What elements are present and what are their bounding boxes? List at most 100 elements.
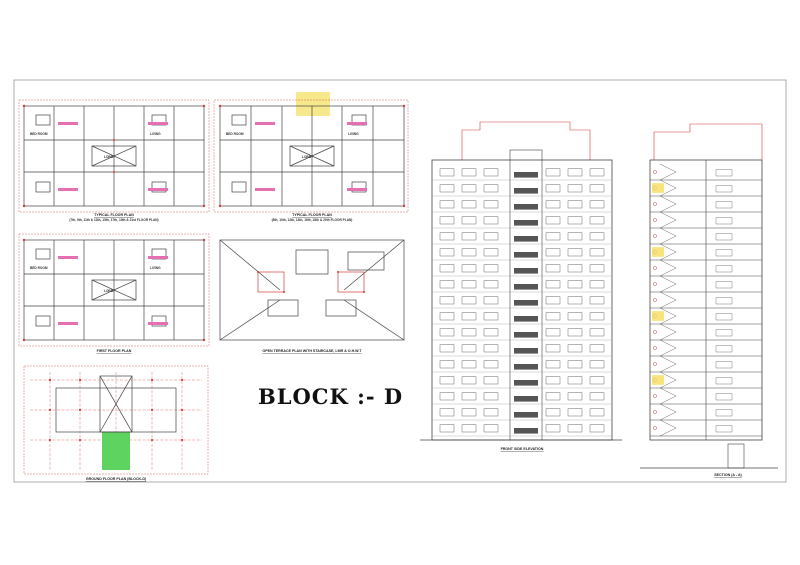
window	[439, 376, 455, 385]
window	[567, 376, 583, 385]
window	[461, 376, 477, 385]
stair-flight	[659, 419, 677, 437]
room-label: LOBBY	[104, 289, 116, 293]
window	[439, 264, 455, 273]
highlight-band	[652, 311, 664, 321]
window	[715, 249, 733, 257]
stair-flight	[659, 371, 677, 389]
open-terrace-plan: OPEN TERRACE PLAN WITH STAIRCASE, LMR & …	[219, 239, 405, 353]
window	[567, 344, 583, 353]
room-label: BED ROOM	[30, 266, 48, 270]
window	[715, 425, 733, 433]
window	[439, 184, 455, 193]
window	[567, 184, 583, 193]
elevation-title: FRONT SIDE ELEVATION	[501, 447, 544, 451]
window	[545, 408, 561, 417]
window	[461, 408, 477, 417]
plan-title: GROUND FLOOR PLAN (BLOCK-D)	[86, 477, 147, 481]
window	[715, 217, 733, 225]
window	[461, 344, 477, 353]
window	[589, 424, 605, 433]
front-elevation: FRONT SIDE ELEVATION	[420, 121, 622, 451]
window	[545, 360, 561, 369]
stair-flight	[659, 227, 677, 245]
level-marker	[653, 426, 657, 430]
typical-floor-plan-1: BED ROOM LOBBY LIVING TYPICAL FLOOR PLAN…	[18, 99, 210, 222]
level-marker	[653, 330, 657, 334]
window	[567, 264, 583, 273]
window	[715, 233, 733, 241]
room-label: LIVING	[348, 132, 359, 136]
window	[483, 392, 499, 401]
window	[545, 424, 561, 433]
level-marker	[653, 266, 657, 270]
stair-flight	[659, 323, 677, 341]
window	[567, 280, 583, 289]
window	[483, 360, 499, 369]
plan-title: TYPICAL FLOOR PLAN	[94, 213, 134, 217]
window	[589, 216, 605, 225]
stair-flight	[659, 355, 677, 373]
window	[483, 376, 499, 385]
room-label: BED ROOM	[30, 132, 48, 136]
window	[439, 280, 455, 289]
window	[589, 376, 605, 385]
window	[545, 184, 561, 193]
window	[461, 264, 477, 273]
window	[589, 248, 605, 257]
window	[483, 168, 499, 177]
window	[567, 296, 583, 305]
plan-subtitle: (7th, 9th, 11th & 13th, 15th, 17th, 19th…	[69, 218, 158, 222]
window	[589, 232, 605, 241]
ground-floor-plan: GROUND FLOOR PLAN (BLOCK-D)	[23, 365, 209, 481]
balcony-railing	[514, 220, 538, 226]
level-marker	[653, 298, 657, 302]
window	[545, 376, 561, 385]
stair-flight	[659, 387, 677, 405]
window	[483, 280, 499, 289]
window	[439, 312, 455, 321]
window	[461, 360, 477, 369]
section-a-a: SECTION (A - A)	[640, 123, 778, 477]
window	[715, 185, 733, 193]
window	[589, 184, 605, 193]
level-marker	[653, 218, 657, 222]
stair-flight	[659, 339, 677, 357]
level-marker	[653, 394, 657, 398]
window	[545, 248, 561, 257]
window	[715, 361, 733, 369]
balcony-railing	[514, 300, 538, 306]
stair-flight	[659, 163, 677, 181]
window	[545, 392, 561, 401]
window	[715, 393, 733, 401]
window	[545, 296, 561, 305]
room-label: BED ROOM	[226, 132, 244, 136]
balcony-railing	[514, 428, 538, 434]
window	[589, 360, 605, 369]
level-marker	[653, 362, 657, 366]
window	[439, 360, 455, 369]
window	[715, 345, 733, 353]
balcony-railing	[514, 380, 538, 386]
window	[545, 344, 561, 353]
balcony-railing	[514, 348, 538, 354]
window	[439, 232, 455, 241]
window	[439, 424, 455, 433]
window	[483, 424, 499, 433]
balcony-railing	[514, 252, 538, 258]
window	[567, 312, 583, 321]
balcony-railing	[514, 172, 538, 178]
window	[545, 312, 561, 321]
window	[483, 344, 499, 353]
window	[483, 200, 499, 209]
window	[439, 200, 455, 209]
room-label: LOBBY	[104, 155, 116, 159]
first-floor-plan: BED ROOM LOBBY LIVING FIRST FLOOR PLAN	[18, 233, 210, 353]
window	[545, 280, 561, 289]
window	[715, 313, 733, 321]
window	[567, 328, 583, 337]
window	[439, 216, 455, 225]
balcony-railing	[514, 332, 538, 338]
window	[567, 200, 583, 209]
entrance-highlight	[102, 432, 130, 470]
